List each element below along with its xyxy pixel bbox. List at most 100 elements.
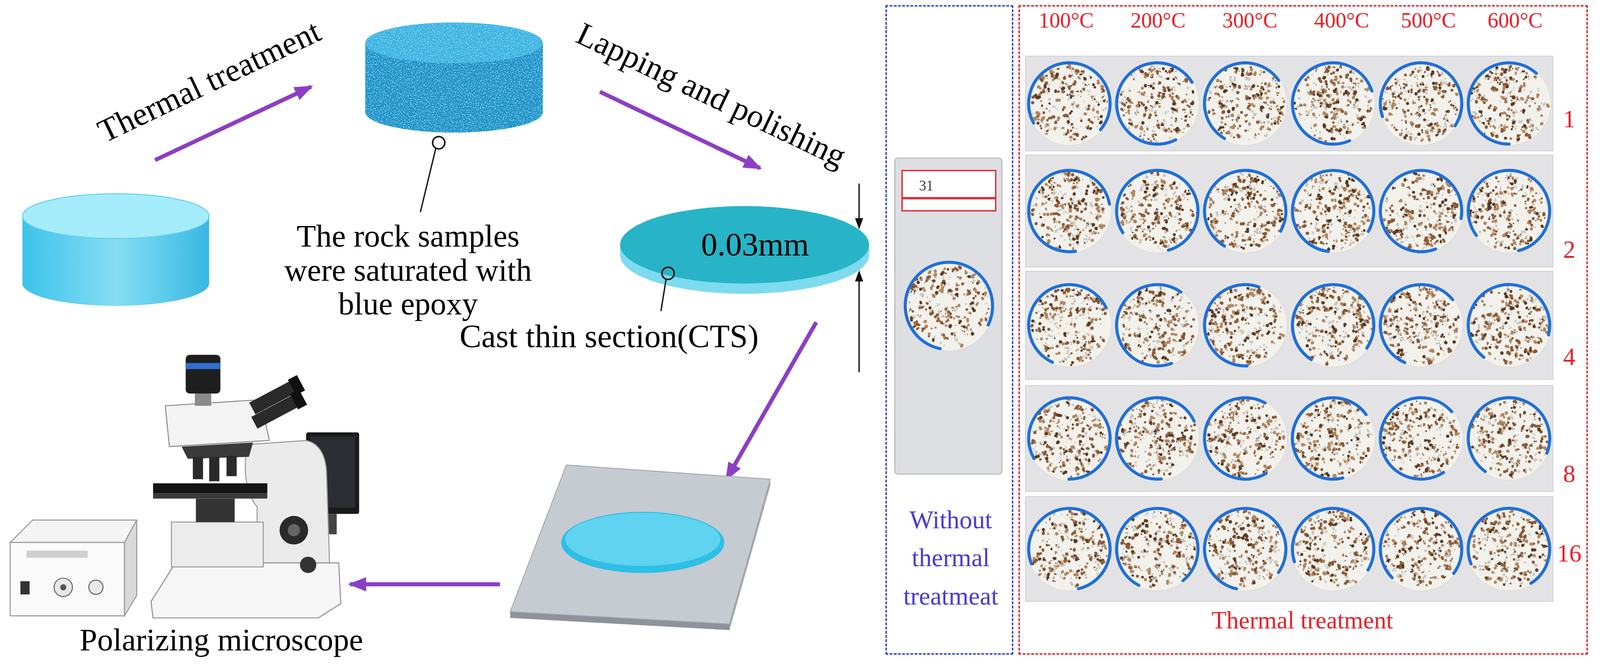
thin-section-disk [1291, 283, 1376, 368]
photo-strip [1025, 56, 1554, 152]
glass-slide [565, 513, 721, 567]
thin-section-disk [1027, 507, 1112, 592]
mineral-speckles [1385, 172, 1457, 244]
process-arrow [349, 582, 500, 587]
polarizing-microscope [287, 524, 300, 537]
epoxy-rim [1292, 398, 1366, 480]
photo-strip [1025, 154, 1554, 268]
polarizing-microscope [53, 578, 73, 597]
epoxy-rim [1468, 398, 1550, 472]
epoxy-cylinder [365, 22, 543, 64]
mineral-speckles [1120, 179, 1191, 245]
mineral-speckles [1208, 173, 1283, 248]
column-header: 300°C [1222, 8, 1278, 32]
thin-section-disk [1115, 61, 1200, 146]
mineral-speckles [1033, 512, 1101, 587]
thin-section-disk [1291, 169, 1376, 254]
thin-section-disk [1027, 61, 1112, 146]
dimension-arrow [858, 183, 860, 221]
mineral-speckles [1030, 287, 1107, 363]
callout-label: Cast thin section(CTS) [459, 318, 759, 355]
thin-section-disk [1203, 396, 1288, 481]
row-label: 8 [1563, 460, 1576, 488]
mineral-speckles [1209, 510, 1280, 583]
mineral-speckles [1207, 177, 1284, 251]
mineral-speckles [1207, 403, 1282, 478]
photo-strip [1025, 271, 1554, 380]
glass-slide [510, 465, 771, 631]
mineral-speckles [1034, 401, 1104, 475]
epoxy-rim [1380, 398, 1452, 480]
polarizing-microscope [279, 516, 309, 546]
rock-sample-cylinder [22, 193, 210, 239]
mineral-speckles [1381, 413, 1453, 474]
polarizing-microscope [185, 354, 221, 394]
epoxy-rim [1468, 62, 1537, 145]
epoxy-rim [1116, 398, 1195, 480]
epoxy-cylinder [432, 136, 445, 149]
epoxy-rim [1028, 398, 1111, 480]
thin-section-disk [1467, 283, 1551, 368]
thin-section-disk [1203, 61, 1288, 146]
mineral-speckles [1038, 176, 1105, 249]
epoxy-rim [1292, 170, 1374, 252]
thin-section-disk [1027, 283, 1112, 368]
instrument-label: Polarizing microscope [79, 623, 363, 658]
mineral-speckles [908, 268, 987, 343]
thin-section-disk [1378, 283, 1463, 368]
thin-section-disk [1115, 507, 1200, 592]
thin-section-disk [1203, 283, 1288, 368]
thermal-treatment-group-box: Thermal treatment [1018, 5, 1588, 656]
row-label: 1 [1563, 105, 1576, 133]
mineral-speckles [1292, 68, 1372, 141]
polarizing-microscope [60, 584, 67, 591]
thin-section-disk [1291, 507, 1376, 592]
thin-section-disk [1378, 169, 1463, 254]
column-header: 600°C [1487, 8, 1543, 32]
polarizing-microscope [226, 456, 237, 477]
mineral-speckles [1300, 510, 1369, 586]
node-label: Thermal treatment [1211, 607, 1394, 635]
thin-section-disk [1115, 169, 1200, 254]
epoxy-rim [1292, 508, 1374, 571]
epoxy-rim [1468, 284, 1550, 358]
photo-strip [1025, 385, 1554, 493]
dimension-arrow [858, 279, 860, 373]
polarizing-microscope [194, 393, 212, 406]
mineral-speckles [1121, 287, 1188, 362]
step-label: Thermal treatment [92, 13, 326, 151]
mineral-speckles [1386, 176, 1459, 250]
epoxy-rim [1116, 508, 1199, 586]
thin-section-disk [1467, 169, 1551, 254]
column-header: 400°C [1314, 8, 1370, 32]
polarizing-microscope [10, 354, 360, 619]
mineral-speckles [1031, 403, 1102, 478]
mineral-speckles [1034, 67, 1106, 141]
polarizing-microscope [124, 520, 137, 617]
thin-section-disk [1027, 169, 1112, 254]
polarizing-microscope [10, 520, 137, 543]
mineral-speckles [1031, 287, 1107, 363]
mineral-speckles [1031, 512, 1104, 582]
thin-section-disk [1467, 61, 1551, 146]
dimension-arrow [855, 183, 863, 373]
mineral-speckles [1469, 176, 1544, 250]
mineral-speckles [1031, 65, 1106, 141]
thin-section-disk [1467, 507, 1551, 592]
node-label: 0.03mm [700, 227, 809, 264]
mineral-speckles [1293, 401, 1368, 478]
mineral-speckles [1120, 178, 1195, 246]
column-header: 100°C [1038, 8, 1094, 32]
polarizing-microscope [88, 580, 104, 596]
node-label: Without thermal treatmeat [894, 501, 1008, 616]
polarizing-microscope [10, 542, 125, 617]
polarizing-microscope [20, 581, 30, 595]
disk-face [620, 206, 870, 284]
polarizing-microscope [171, 522, 264, 568]
thin-section-disk [1203, 169, 1288, 254]
leader-line [661, 279, 667, 312]
mineral-speckles [1381, 65, 1459, 143]
glass-slide [510, 465, 771, 625]
mineral-speckles [1382, 66, 1456, 140]
